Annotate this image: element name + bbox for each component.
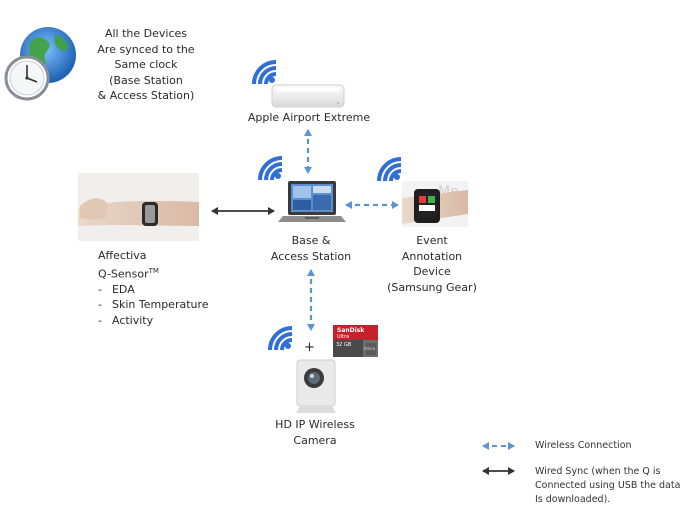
legend-wired-line: Is downloaded). [535,494,611,505]
sensor-name: Affectiva [98,249,147,262]
base-station-label: Base & Access Station [256,233,366,264]
camera-label: HD IP Wireless Camera [260,417,370,448]
wifi-icon-base [258,156,283,181]
sync-note-line: All the Devices [104,27,188,40]
q-sensor-arm-image [78,173,199,241]
router-image [271,84,345,108]
camera-line: HD IP Wireless [275,418,355,431]
sd-card-type: micro [364,346,376,351]
wifi-icon-gear [377,157,402,182]
event-device-line: Annotation [401,249,463,263]
sd-card-brand: SanDisk [337,327,365,334]
sd-card-capacity: 32 GB [336,342,352,348]
event-device-line: (Samsung Gear) [387,280,477,294]
sensor-model: Q-Sensor [98,267,149,281]
sd-card-image [333,325,378,357]
event-device-label: Event Annotation Device (Samsung Gear) [377,233,487,295]
legend-wired-line: Connected using USB the data [535,480,681,491]
sensor-model-row: Q-SensorTM [98,264,238,282]
wifi-icon-router [252,60,277,85]
sd-card-sub: Ultra [337,334,350,340]
base-station-line: Base & [291,234,331,247]
sync-note-line: (Base Station [109,73,183,87]
sync-note-line: Are synced to the [97,42,195,56]
base-station-line: Access Station [270,249,352,263]
sensor-trademark: TM [148,266,159,275]
sensor-feature: -EDA [98,282,135,296]
smartwatch-image: Me [402,181,468,227]
legend-wireless-label: Wireless Connection [535,440,632,451]
plus-sign: + [304,340,315,355]
camera-image [296,359,336,413]
sensor-feature: -Activity [98,313,154,327]
legend-wired-label: Wired Sync (when the Q is Connected usin… [535,465,680,507]
sensor-label: Affectiva Q-SensorTM -EDA -Skin Temperat… [98,248,238,328]
camera-line: Camera [293,433,337,447]
sync-note-line: Same clock [114,58,178,71]
laptop-image [278,181,346,222]
sync-note: All the Devices Are synced to the Same c… [86,26,206,104]
legend-wired-line: Wired Sync (when the Q is [535,466,661,477]
globe-clock-icon [4,27,76,101]
sync-note-line: & Access Station) [97,89,195,102]
wifi-icon-camera [268,326,293,351]
sensor-feature: -Skin Temperature [98,298,209,312]
event-device-line: Event [416,234,448,247]
router-label: Apple Airport Extreme [247,111,371,124]
event-device-line: Device [413,265,451,278]
